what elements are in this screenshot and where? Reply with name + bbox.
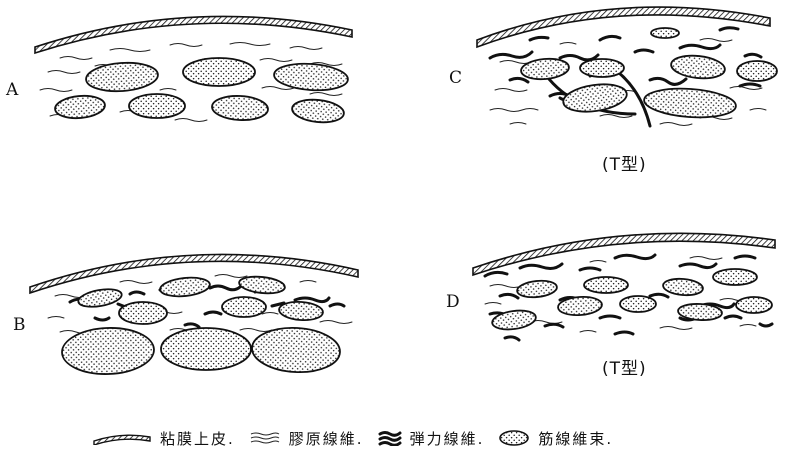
type-label-c: (T型) bbox=[602, 150, 647, 175]
legend-item-muscle: 筋線維束. bbox=[498, 428, 613, 449]
legend-label-muscle: 筋線維束. bbox=[538, 428, 613, 449]
panel-d-diagram bbox=[473, 233, 775, 340]
muscle-bundles bbox=[520, 28, 777, 120]
muscle-bundles bbox=[491, 269, 772, 332]
legend-item-elastic: 弾力線維. bbox=[378, 428, 485, 449]
panel-label-a: A bbox=[6, 80, 18, 100]
panel-a-diagram bbox=[35, 16, 352, 124]
legend-item-epithelium: 粘膜上皮. bbox=[92, 428, 235, 449]
collagen-symbol bbox=[249, 431, 281, 445]
panel-label-b: B bbox=[13, 315, 26, 335]
type-label-d: (T型) bbox=[602, 354, 647, 379]
legend-item-collagen: 膠原線維. bbox=[249, 428, 364, 449]
panel-label-d: D bbox=[446, 292, 460, 312]
legend-label-epithelium: 粘膜上皮. bbox=[160, 428, 235, 449]
epithelium-symbol bbox=[92, 431, 152, 445]
muscle-bundles bbox=[54, 58, 349, 125]
legend-label-collagen: 膠原線維. bbox=[289, 428, 364, 449]
legend-label-elastic: 弾力線維. bbox=[410, 428, 485, 449]
elastic-symbol bbox=[378, 430, 402, 446]
panel-label-c: C bbox=[449, 68, 462, 88]
panel-c-diagram bbox=[477, 7, 777, 126]
muscle-bundles bbox=[61, 275, 341, 376]
panel-b-diagram bbox=[30, 254, 358, 375]
legend: 粘膜上皮. 膠原線維. 弾力線維. bbox=[92, 425, 627, 451]
muscle-symbol bbox=[498, 429, 530, 447]
